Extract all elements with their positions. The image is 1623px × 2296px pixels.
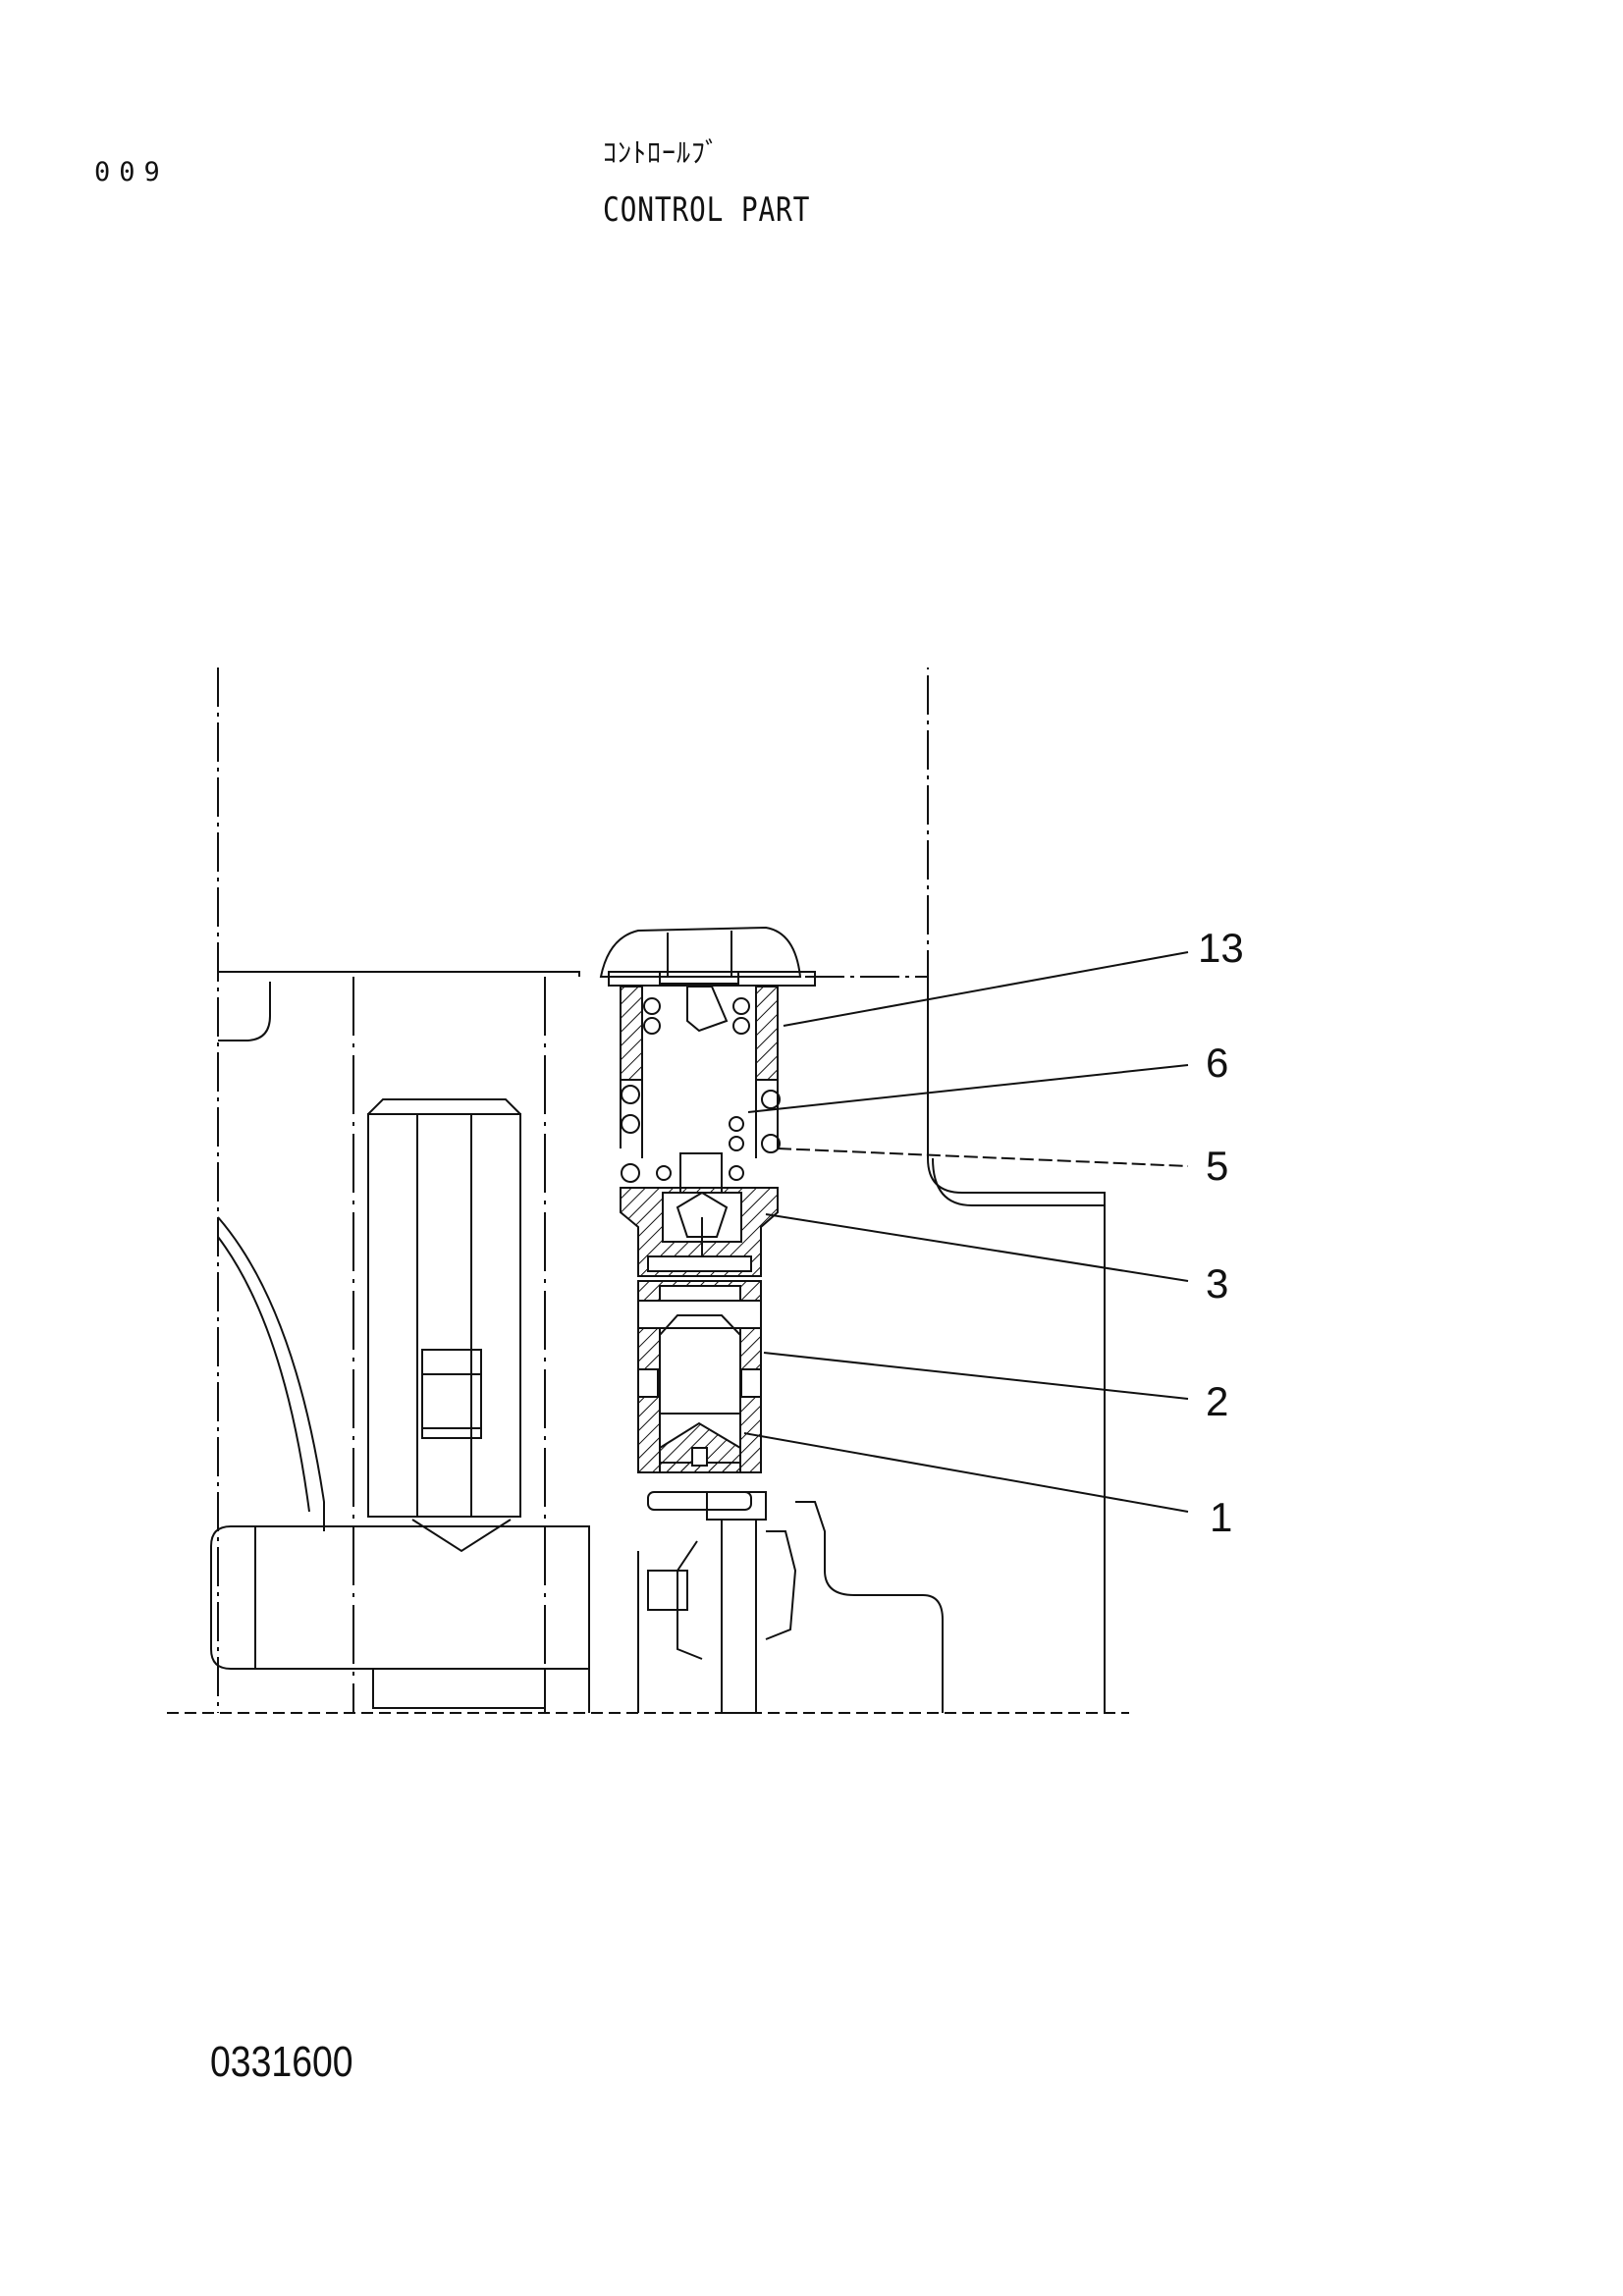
callout-label-6: 6 [1206,1040,1228,1086]
page-number: 009 [94,157,169,187]
callout-leaders [743,951,1189,1513]
callout-label-3: 3 [1206,1260,1228,1307]
title-japanese: ｺﾝﾄﾛｰﾙﾌﾞ [603,136,721,169]
title-english: CONTROL PART [603,190,811,230]
callout-label-2: 2 [1206,1378,1228,1424]
housing-outline [167,667,1129,1714]
callout-label-13: 13 [1198,925,1244,971]
valve-assembly [599,926,816,1511]
drawing-number: 0331600 [210,2038,353,2086]
callout-label-1: 1 [1210,1494,1232,1540]
callout-label-5: 5 [1206,1143,1228,1189]
callout-labels: 13 6 5 3 2 1 [1198,925,1244,1540]
